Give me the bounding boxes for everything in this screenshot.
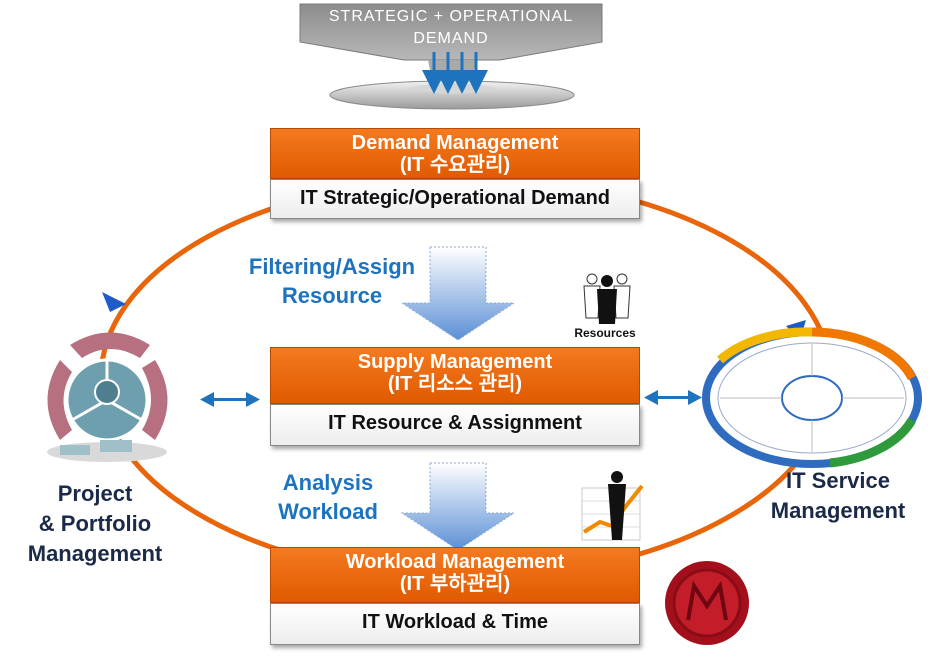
- project-portfolio-line1: Project: [57, 481, 133, 506]
- filtering-down-arrow: [400, 246, 516, 341]
- project-portfolio-line3: Management: [27, 541, 163, 566]
- funnel-label-line1: STRATEGIC + OPERATIONAL: [328, 8, 574, 25]
- it-service-line1: IT Service: [786, 468, 890, 493]
- demand-management-subtitle: (IT 수요관리): [399, 154, 511, 176]
- supply-management-subtitle: (IT 리소스 관리): [387, 373, 523, 395]
- demand-management-header: Demand Management (IT 수요관리): [270, 128, 640, 179]
- supply-management-body: IT Resource & Assignment: [270, 404, 640, 446]
- supply-management-header: Supply Management (IT 리소스 관리): [270, 347, 640, 404]
- funnel-label-line2: DEMAND: [413, 30, 489, 47]
- filtering-label-line1: Filtering/Assign: [248, 254, 416, 279]
- analysis-label: Analysis Workload: [244, 468, 412, 526]
- project-portfolio-label: Project & Portfolio Management: [10, 479, 180, 569]
- workload-management-box: Workload Management (IT 부하관리) IT Workloa…: [270, 547, 640, 645]
- wax-seal-logo: [665, 561, 749, 645]
- it-service-graphic: [702, 327, 922, 468]
- cycle-arrowhead-left: [102, 292, 126, 312]
- resources-people-icon: [583, 273, 631, 324]
- workload-management-body: IT Workload & Time: [270, 603, 640, 645]
- right-double-arrow: [644, 390, 702, 405]
- it-service-management-label: IT Service Management: [748, 466, 928, 526]
- left-double-arrow: [200, 392, 260, 407]
- analysis-label-line2: Workload: [278, 499, 378, 524]
- funnel-flow-arrows: [422, 52, 488, 94]
- filtering-label: Filtering/Assign Resource: [232, 252, 432, 310]
- project-portfolio-line2: & Portfolio: [38, 511, 152, 536]
- funnel-top: [299, 3, 603, 61]
- analysis-down-arrow: [400, 462, 516, 551]
- filtering-label-line2: Resource: [281, 283, 383, 308]
- supply-management-title: Supply Management: [357, 351, 553, 373]
- supply-management-box: Supply Management (IT 리소스 관리) IT Resourc…: [270, 347, 640, 446]
- analysis-label-line1: Analysis: [282, 470, 374, 495]
- demand-management-box: Demand Management (IT 수요관리) IT Strategic…: [270, 128, 640, 219]
- workload-management-subtitle: (IT 부하관리): [399, 573, 511, 595]
- portfolio-cycle-graphic: [47, 332, 168, 462]
- workload-management-title: Workload Management: [345, 551, 565, 573]
- demand-management-title: Demand Management: [351, 132, 559, 154]
- it-service-line2: Management: [770, 498, 906, 523]
- resources-label: Resources: [574, 326, 636, 340]
- businessman-chart-icon: [581, 471, 644, 541]
- funnel-label: STRATEGIC + OPERATIONAL DEMAND: [303, 6, 599, 50]
- demand-management-body: IT Strategic/Operational Demand: [270, 179, 640, 219]
- workload-management-header: Workload Management (IT 부하관리): [270, 547, 640, 603]
